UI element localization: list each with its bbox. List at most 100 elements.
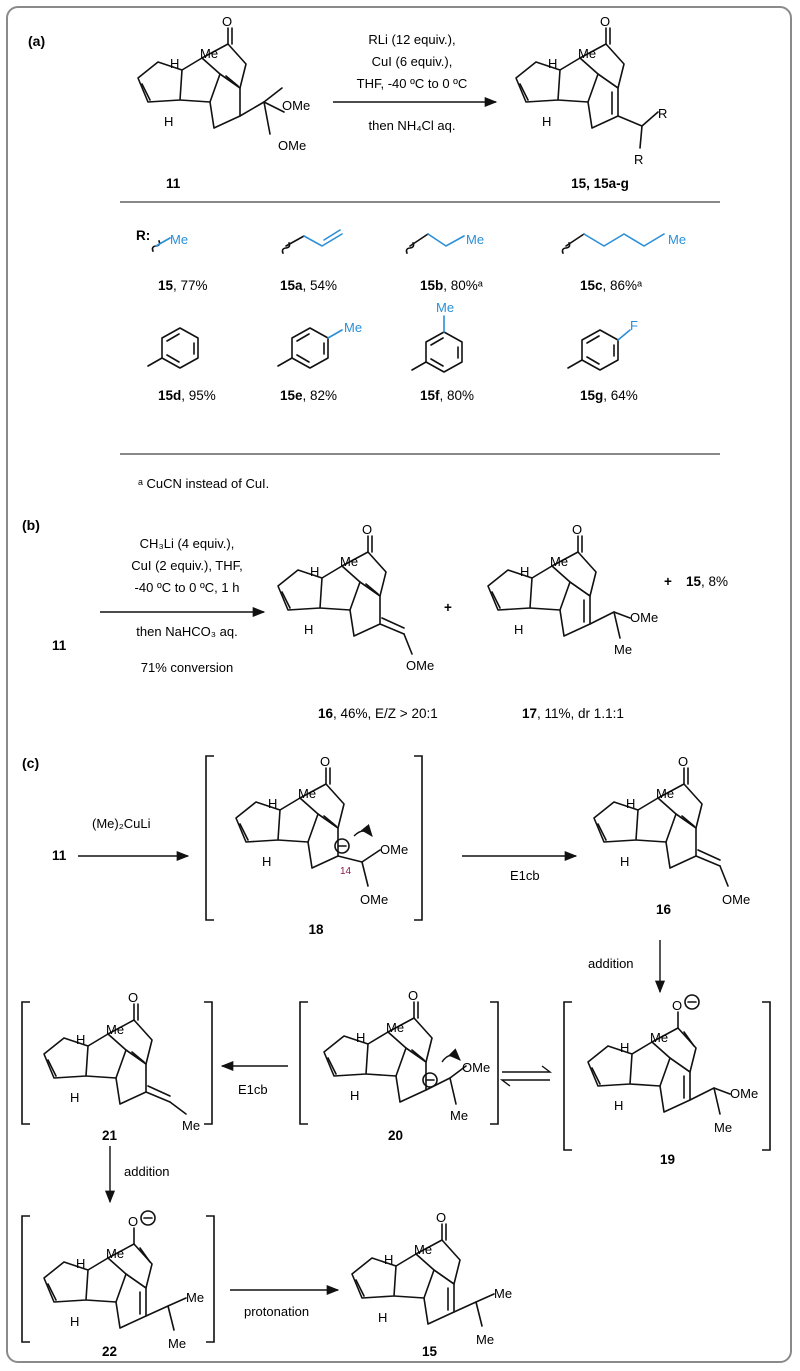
svg-text:O: O xyxy=(408,988,418,1003)
svg-text:H: H xyxy=(350,1088,359,1103)
svg-text:H: H xyxy=(520,564,529,579)
svg-text:OMe: OMe xyxy=(730,1086,758,1101)
svg-text:CH₃Li (4 equiv.),: CH₃Li (4 equiv.), xyxy=(140,536,235,551)
product-17-b: 17, 11%, dr 1.1:1 xyxy=(522,706,624,721)
e1cb-1: E1cb xyxy=(510,868,540,883)
svg-text:O: O xyxy=(436,1210,446,1225)
h-top-15: H xyxy=(548,56,557,71)
bracket-19-right xyxy=(762,1001,771,1151)
methyl-15: Me xyxy=(578,46,596,61)
yield-15f: 15f, 80% xyxy=(420,388,474,403)
r-lower: R xyxy=(634,152,643,167)
svg-text:H: H xyxy=(620,854,629,869)
ome-upper: OMe xyxy=(282,98,310,113)
h-top: H xyxy=(170,56,179,71)
svg-text:Me: Me xyxy=(476,1332,494,1347)
svg-text:Me: Me xyxy=(298,786,316,801)
bracket-19-left xyxy=(563,1001,572,1151)
svg-text:14: 14 xyxy=(340,866,352,877)
label-16: 16 xyxy=(656,902,672,917)
plus-2: + xyxy=(664,574,672,589)
ome-lower: OMe xyxy=(278,138,306,153)
svg-text:Me: Me xyxy=(650,1030,668,1045)
bracket-22-right xyxy=(206,1215,215,1343)
svg-text:H: H xyxy=(76,1256,85,1271)
bracket-20-left xyxy=(299,1001,308,1125)
svg-text:-40 ºC to 0 ºC, 1 h: -40 ºC to 0 ºC, 1 h xyxy=(135,580,240,595)
svg-text:H: H xyxy=(356,1030,365,1045)
e1cb-2: E1cb xyxy=(238,1082,268,1097)
svg-text:H: H xyxy=(626,796,635,811)
svg-text:H: H xyxy=(620,1040,629,1055)
svg-text:OMe: OMe xyxy=(722,892,750,907)
svg-text:OMe: OMe xyxy=(380,842,408,857)
product-15-b: 15, 8% xyxy=(686,574,728,589)
svg-text:OMe: OMe xyxy=(406,658,434,673)
svg-text:Me: Me xyxy=(668,232,686,247)
svg-text:Me: Me xyxy=(550,554,568,569)
r-upper: R xyxy=(658,106,667,121)
yield-15d: 15d, 95% xyxy=(158,388,216,403)
label-11-a: 11 xyxy=(166,176,181,191)
svg-text:H: H xyxy=(614,1098,623,1113)
svg-text:then NH₄Cl aq.: then NH₄Cl aq. xyxy=(369,118,456,133)
bracket-22-left xyxy=(21,1215,30,1343)
svg-text:H: H xyxy=(70,1090,79,1105)
yield-15c: 15c, 86%ᵃ xyxy=(580,278,643,293)
svg-text:O: O xyxy=(320,754,330,769)
substituent-me: Me xyxy=(151,232,188,252)
svg-text:H: H xyxy=(310,564,319,579)
svg-text:O: O xyxy=(672,998,682,1013)
svg-text:H: H xyxy=(70,1314,79,1329)
methyl: Me xyxy=(200,46,218,61)
svg-text:F: F xyxy=(630,318,638,333)
panel-label-b: (b) xyxy=(22,517,40,533)
label-20: 20 xyxy=(388,1128,403,1143)
label-21: 21 xyxy=(102,1128,118,1143)
svg-text:OMe: OMe xyxy=(462,1060,490,1075)
svg-text:Me: Me xyxy=(414,1242,432,1257)
r-heading: R: xyxy=(136,228,150,243)
svg-text:H: H xyxy=(262,854,271,869)
bracket-20-right xyxy=(490,1001,499,1125)
svg-text:H: H xyxy=(304,622,313,637)
svg-text:Me: Me xyxy=(714,1120,732,1135)
bracket-18-left xyxy=(205,755,214,921)
svg-text:H: H xyxy=(268,796,277,811)
bracket-21-left xyxy=(21,1001,30,1125)
label-19: 19 xyxy=(660,1152,675,1167)
label-18: 18 xyxy=(308,922,324,937)
svg-text:Me: Me xyxy=(186,1290,204,1305)
svg-text:CuI (6 equiv.),: CuI (6 equiv.), xyxy=(372,54,453,69)
svg-text:Me: Me xyxy=(340,554,358,569)
figure-frame xyxy=(6,6,792,1363)
intermediate-16: OMe O Me H H xyxy=(593,754,750,907)
svg-text:Me: Me xyxy=(344,320,362,335)
intermediate-22: Me Me O Me H H xyxy=(43,1210,204,1351)
bracket-18-right xyxy=(414,755,423,921)
svg-text:RLi (12 equiv.),: RLi (12 equiv.), xyxy=(368,32,455,47)
substituent-hexyl: Me xyxy=(561,232,686,254)
svg-text:Me: Me xyxy=(466,232,484,247)
conditions-a: RLi (12 equiv.), CuI (6 equiv.), THF, -4… xyxy=(357,32,468,133)
svg-text:Me: Me xyxy=(614,642,632,657)
svg-text:Me: Me xyxy=(106,1246,124,1261)
label-22: 22 xyxy=(102,1344,117,1359)
addition-2: addition xyxy=(124,1164,170,1179)
svg-text:O: O xyxy=(678,754,688,769)
product-16-b: 16, 46%, E/Z > 20:1 xyxy=(318,706,438,721)
panel-label-c: (c) xyxy=(22,755,39,771)
product-15-c: Me Me O Me H H xyxy=(351,1210,512,1347)
compound-11-a: OMe OMe O Me H H xyxy=(137,14,310,153)
label-11-b: 11 xyxy=(52,638,67,653)
svg-text:O: O xyxy=(128,1214,138,1229)
substituent-p-fluorophenyl: F xyxy=(567,318,638,371)
svg-text:THF, -40 ºC to 0 ºC: THF, -40 ºC to 0 ºC xyxy=(357,76,468,91)
yield-15b: 15b, 80%ᵃ xyxy=(420,278,484,293)
svg-text:OMe: OMe xyxy=(630,610,658,625)
yield-15a: 15a, 54% xyxy=(280,278,337,293)
svg-text:Me: Me xyxy=(170,232,188,247)
yield-15: 15, 77% xyxy=(158,278,208,293)
svg-text:Me: Me xyxy=(168,1336,186,1351)
